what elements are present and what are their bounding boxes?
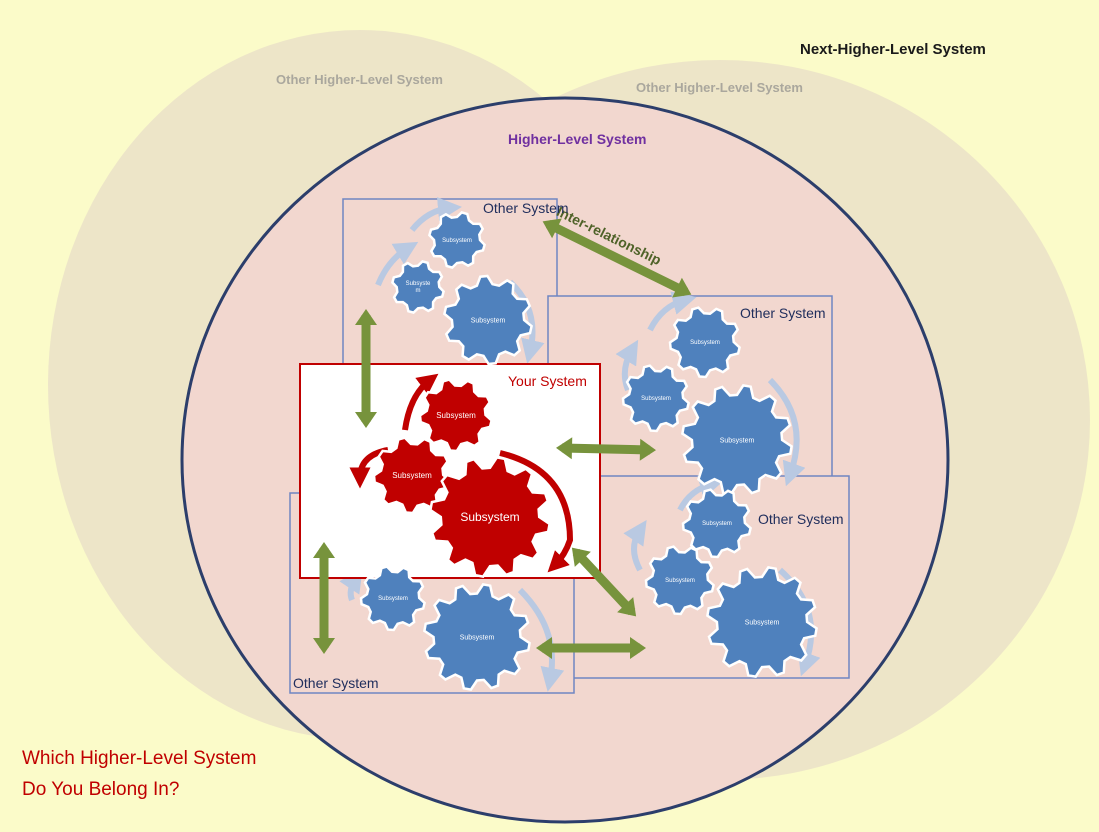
curved-arrow-icon xyxy=(677,475,724,512)
gear-your-3: Subsystem xyxy=(429,456,551,578)
arrowhead xyxy=(542,218,562,239)
subsystem-label: m xyxy=(416,288,421,294)
gear-icon xyxy=(681,384,793,496)
gear-lr-1: Subsystem xyxy=(681,488,752,559)
gear-your-1: Subsystem xyxy=(418,378,493,453)
gear-right-3: Subsystem xyxy=(681,384,793,496)
relationship-arrows xyxy=(319,219,688,653)
gear-top-3: Subsystem xyxy=(443,274,533,366)
question-line-2: Do You Belong In? xyxy=(22,779,179,800)
subsystem-label: Subsystem xyxy=(720,437,755,444)
subsystem-label: Subsystem xyxy=(745,619,780,626)
gear-icon xyxy=(418,378,493,453)
other-higher-level-label-1: Other Higher-Level System xyxy=(276,72,443,87)
curved-arrow-icon xyxy=(339,568,363,602)
curved-arrow-icon xyxy=(615,339,639,392)
other-system-label-right: Other System xyxy=(740,305,826,321)
subsystem-gears: SubsystemSubsystemSubsystemSubsystemSubs… xyxy=(359,210,818,691)
gear-icon xyxy=(443,274,533,366)
subsystem-label: Subsystem xyxy=(702,521,732,527)
arrowhead xyxy=(355,309,377,325)
arrowhead xyxy=(536,637,552,659)
double-arrow-icon xyxy=(546,219,688,297)
your-system-label: Your System xyxy=(508,373,587,389)
gear-lr-3: Subsystem xyxy=(706,566,818,678)
arrowhead xyxy=(630,637,646,659)
subsystem-label: Subsystem xyxy=(690,340,720,346)
gear-bl-2: Subsystem xyxy=(423,583,531,691)
other-system-label-lower-right: Other System xyxy=(758,511,844,527)
gear-icon xyxy=(359,565,426,632)
curved-arrow-icon xyxy=(375,241,419,287)
subsystem-label: Subsystem xyxy=(665,578,695,584)
gear-right-2: Subsystem xyxy=(621,364,690,433)
subsystem-label: Subsystem xyxy=(471,317,506,324)
arrowheads xyxy=(313,218,692,659)
curved-arrow-icon xyxy=(507,279,545,364)
gear-top-1: Subsystem xyxy=(427,210,487,270)
curved-arrow-icon xyxy=(767,377,806,487)
arrowhead xyxy=(639,438,656,461)
subsystem-label: Subsystem xyxy=(641,396,671,402)
gear-icon xyxy=(668,306,741,379)
arrowhead xyxy=(571,547,591,567)
gear-icon xyxy=(423,583,531,691)
gear-icon xyxy=(706,566,818,678)
other-system-label-top: Other System xyxy=(483,200,569,216)
subsystem-label: Subsystem xyxy=(436,411,476,420)
subsystem-label: Subsystem xyxy=(460,510,519,524)
arrowhead xyxy=(617,597,637,617)
arrowhead xyxy=(313,638,335,654)
gear-icon xyxy=(621,364,690,433)
gear-icon xyxy=(427,210,487,270)
curved-arrow-icon xyxy=(409,197,462,232)
gear-lr-2: Subsystem xyxy=(644,545,715,616)
next-higher-level-label: Next-Higher-Level System xyxy=(800,41,986,58)
double-arrow-icon xyxy=(572,548,636,616)
arrowhead xyxy=(672,277,692,298)
curved-arrow-icon xyxy=(647,291,697,332)
gear-right-1: Subsystem xyxy=(668,306,741,379)
subsystem-label: Subsystem xyxy=(392,471,432,480)
subsystem-label: Subsystem xyxy=(460,634,495,641)
curved-arrow-icon xyxy=(623,520,647,572)
double-arrow-icon xyxy=(561,443,651,455)
arrowhead xyxy=(313,542,335,558)
gear-icon xyxy=(644,545,715,616)
arrowhead xyxy=(355,412,377,428)
gear-icon xyxy=(681,488,752,559)
gear-bl-1: Subsystem xyxy=(359,565,426,632)
subsystem-label: Subsystem xyxy=(442,238,472,244)
higher-level-label: Higher-Level System xyxy=(508,131,647,147)
curved-arrow-icon xyxy=(499,450,574,573)
question-line-1: Which Higher-Level System xyxy=(22,748,256,769)
gear-icon xyxy=(429,456,551,578)
gear-top-2: Subsystem xyxy=(391,260,445,314)
subsystem-label: Subsystem xyxy=(378,596,408,602)
rotation-arcs xyxy=(339,197,821,692)
other-higher-level-label-2: Other Higher-Level System xyxy=(636,80,803,95)
gear-icon xyxy=(391,260,445,314)
subsystem-label: Subsyste xyxy=(406,281,431,287)
other-system-label-bottom-left: Other System xyxy=(293,675,379,691)
curved-arrow-icon xyxy=(517,587,565,692)
arrowhead xyxy=(556,437,573,460)
curved-arrow-icon xyxy=(402,373,439,431)
